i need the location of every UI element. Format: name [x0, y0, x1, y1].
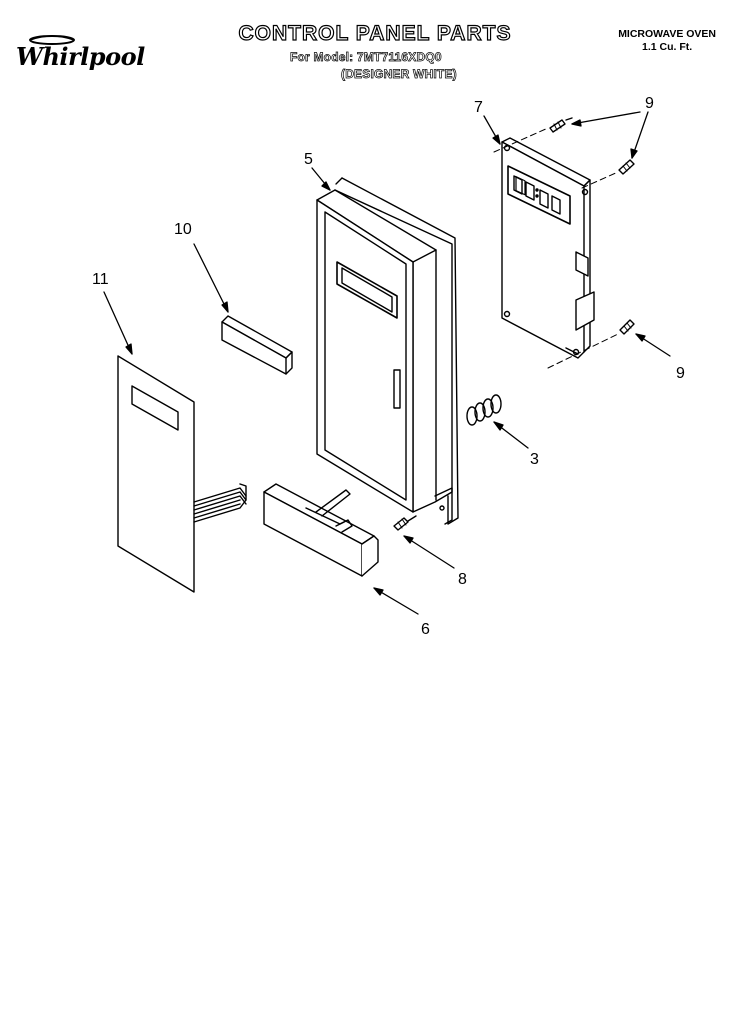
screw-top-left — [549, 117, 573, 133]
alignment-lines — [493, 127, 619, 369]
callout-3: 3 — [530, 451, 539, 468]
callout-11: 11 — [92, 271, 109, 288]
screw-bottom — [619, 319, 635, 335]
screw-top-right — [618, 159, 635, 175]
circuit-board — [501, 137, 595, 359]
leader-arrows — [103, 111, 671, 615]
callout-10: 10 — [174, 221, 192, 238]
control-panel-housing — [316, 177, 459, 525]
callout-9-bottom: 9 — [676, 365, 685, 382]
callout-5: 5 — [304, 151, 313, 168]
page-title: CONTROL PANEL PARTS — [238, 21, 512, 45]
model-number: For Model: 7MT7116XDQ0 — [290, 50, 442, 65]
window-insert — [221, 315, 293, 375]
touch-membrane — [117, 355, 247, 593]
product-info: MICROWAVE OVEN 1.1 Cu. Ft. — [618, 28, 716, 54]
door-button — [263, 483, 379, 577]
callout-6: 6 — [421, 621, 430, 638]
product-capacity: 1.1 Cu. Ft. — [642, 41, 693, 53]
spring — [466, 394, 502, 426]
logo-swoosh-icon — [29, 35, 75, 45]
callout-9-top: 9 — [645, 95, 654, 112]
callout-8: 8 — [458, 571, 467, 588]
callout-7: 7 — [474, 99, 483, 116]
model-variant: (DESIGNER WHITE) — [341, 67, 457, 82]
whirlpool-logo — [12, 30, 162, 80]
brand-name: Whirlpool — [16, 42, 145, 71]
product-name: MICROWAVE OVEN — [618, 28, 716, 40]
mount-screw — [393, 515, 417, 531]
